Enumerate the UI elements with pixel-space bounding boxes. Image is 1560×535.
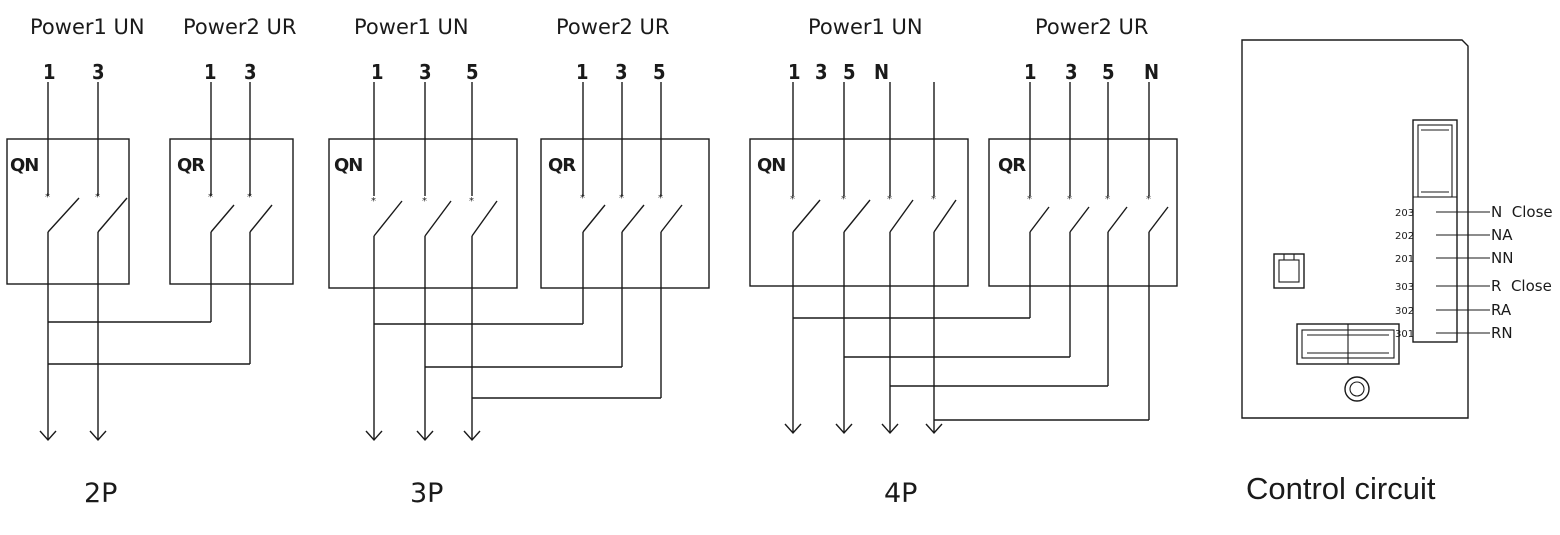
- control-circuit-caption: Control circuit: [1246, 471, 1436, 506]
- switch-box-qn-4p: [749, 138, 969, 287]
- pin-un-n-4p: N: [874, 60, 889, 84]
- wiring-4p: * * * * * * * *: [784, 82, 1169, 435]
- pole-label-3p: 3P: [410, 478, 443, 509]
- terminal-num-302: 302: [1395, 306, 1414, 317]
- pin-un-1-4p: 1: [788, 60, 801, 84]
- terminal-label-ra: RA: [1491, 301, 1512, 319]
- wiring-2p: * * * *: [39, 82, 273, 442]
- switch-box-qn-2p: [6, 138, 130, 285]
- svg-text:*: *: [95, 192, 100, 203]
- pin-un-3-3p: 3: [419, 60, 432, 84]
- pin-ur-3-4p: 3: [1065, 60, 1078, 84]
- svg-text:*: *: [422, 196, 427, 207]
- wiring-3p: * * * * * *: [365, 82, 683, 442]
- switch-label-qr-2p: QR: [177, 155, 205, 176]
- svg-text:*: *: [841, 194, 846, 205]
- terminal-labels: 203 N Close 202 NA 201 NN 303 R Close 30…: [1395, 203, 1553, 342]
- pin-ur-3-2p: 3: [244, 60, 257, 84]
- svg-text:*: *: [887, 194, 892, 205]
- pin-un-5-4p: 5: [843, 60, 856, 84]
- diagram-4p: Power1 UN Power2 UR 1 3 5 N 1 3 5 N QN Q…: [749, 15, 1178, 509]
- pole-label-4p: 4P: [884, 478, 917, 509]
- control-circuit: 203 N Close 202 NA 201 NN 303 R Close 30…: [1241, 39, 1553, 506]
- svg-text:*: *: [931, 194, 936, 205]
- svg-text:*: *: [247, 192, 252, 203]
- pin-un-1-2p: 1: [43, 60, 56, 84]
- terminal-label-n-close: N Close: [1491, 203, 1553, 221]
- power1-un-label-2p: Power1 UN: [30, 15, 145, 39]
- terminal-connector-top: [1417, 124, 1453, 198]
- switch-box-qr-2p: [169, 138, 294, 285]
- pin-un-1-3p: 1: [371, 60, 384, 84]
- svg-text:*: *: [1146, 194, 1151, 205]
- pin-ur-5-4p: 5: [1102, 60, 1115, 84]
- pin-un-3-4p: 3: [815, 60, 828, 84]
- power2-ur-label-2p: Power2 UR: [183, 15, 297, 39]
- pin-ur-n-4p: N: [1144, 60, 1159, 84]
- power2-ur-label-3p: Power2 UR: [556, 15, 670, 39]
- switch-label-qn-2p: QN: [10, 155, 38, 176]
- terminal-label-r-close: R Close: [1491, 277, 1552, 295]
- terminal-num-201: 201: [1395, 254, 1414, 265]
- switch-box-qr-3p: [540, 138, 710, 289]
- svg-text:*: *: [1067, 194, 1072, 205]
- terminal-num-301: 301: [1395, 329, 1414, 340]
- svg-text:*: *: [619, 193, 624, 204]
- svg-text:*: *: [208, 192, 213, 203]
- svg-text:*: *: [469, 196, 474, 207]
- power1-un-label-3p: Power1 UN: [354, 15, 469, 39]
- diagram-3p: Power1 UN Power2 UR 1 3 5 1 3 5 QN QR: [328, 15, 710, 509]
- switch-label-qr-3p: QR: [548, 155, 576, 176]
- power2-ur-label-4p: Power2 UR: [1035, 15, 1149, 39]
- diagram-2p: Power1 UN Power2 UR 1 3 1 3 QN QR: [6, 15, 297, 509]
- pin-ur-5-3p: 5: [653, 60, 666, 84]
- pole-label-2p: 2P: [84, 478, 117, 509]
- terminal-num-202: 202: [1395, 231, 1414, 242]
- switch-label-qr-4p: QR: [998, 155, 1026, 176]
- pin-un-5-3p: 5: [466, 60, 479, 84]
- pin-un-3-2p: 3: [92, 60, 105, 84]
- svg-text:*: *: [1105, 194, 1110, 205]
- terminal-label-na: NA: [1491, 226, 1513, 244]
- terminal-label-nn: NN: [1491, 249, 1513, 267]
- aux-port: [1273, 253, 1305, 289]
- svg-text:*: *: [790, 194, 795, 205]
- power1-un-label-4p: Power1 UN: [808, 15, 923, 39]
- terminal-strip: [1412, 119, 1458, 343]
- switch-box-qn-3p: [328, 138, 518, 289]
- pin-ur-3-3p: 3: [615, 60, 628, 84]
- pin-ur-1-2p: 1: [204, 60, 217, 84]
- terminal-num-303: 303: [1395, 282, 1414, 293]
- svg-text:*: *: [371, 196, 376, 207]
- pin-ur-1-3p: 1: [576, 60, 589, 84]
- reset-button[interactable]: [1344, 376, 1370, 402]
- svg-text:*: *: [658, 193, 663, 204]
- switch-box-qr-4p: [988, 138, 1178, 287]
- svg-text:*: *: [580, 193, 585, 204]
- svg-text:*: *: [1027, 194, 1032, 205]
- switch-label-qn-3p: QN: [334, 155, 362, 176]
- pin-ur-1-4p: 1: [1024, 60, 1037, 84]
- terminal-num-203: 203: [1395, 208, 1414, 219]
- svg-text:*: *: [45, 192, 50, 203]
- switch-label-qn-4p: QN: [757, 155, 785, 176]
- controller-housing: [1241, 39, 1469, 419]
- terminal-label-rn: RN: [1491, 324, 1513, 342]
